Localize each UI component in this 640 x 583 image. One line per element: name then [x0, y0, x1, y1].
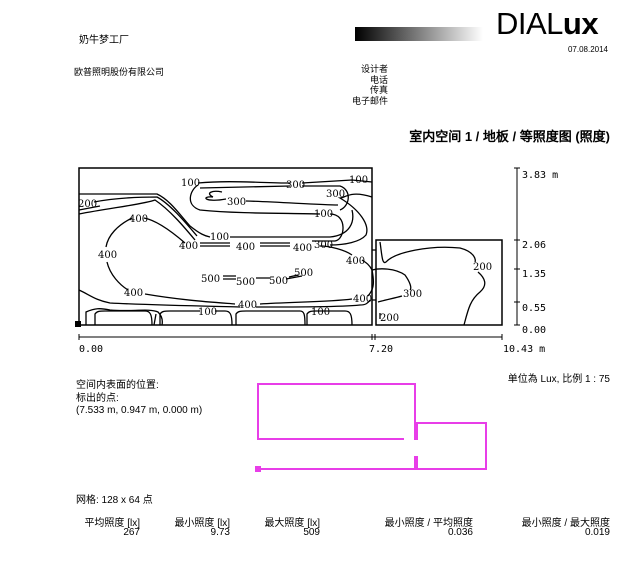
y-tick-label: 2.06 — [522, 240, 546, 251]
contour-label: 200 — [78, 199, 97, 210]
contour-label: 400 — [129, 214, 148, 225]
contour-labels: 100 300 100 300 200 300 100 400 100 400 … — [78, 175, 492, 324]
stat-value: 509 — [303, 527, 320, 538]
stat-value: 9.73 — [210, 527, 230, 538]
contour-label: 400 — [179, 241, 198, 252]
contour-label: 500 — [294, 268, 313, 279]
contour-label: 300 — [403, 289, 422, 300]
x-tick-label: 0.00 — [79, 344, 103, 355]
contour-label: 400 — [236, 242, 255, 253]
project-name: 奶牛梦工厂 — [79, 35, 129, 46]
room-outline — [78, 167, 503, 326]
stat-header: 最小照度 / 最大照度 — [521, 518, 610, 529]
contour-label: 100 — [181, 178, 200, 189]
x-scale — [78, 334, 503, 340]
company-name: 欧普照明股份有限公司 — [74, 68, 165, 78]
y-tick-label: 0.55 — [522, 303, 546, 314]
stat-header: 最小照度 / 平均照度 — [384, 518, 473, 529]
contour-label: 100 — [311, 307, 330, 318]
contour-label: 200 — [380, 313, 399, 324]
contour-label: 100 — [198, 307, 217, 318]
position-label: 空间内表面的位置: — [76, 380, 159, 391]
contour-label: 400 — [238, 300, 257, 311]
marked-point-coords: (7.533 m, 0.947 m, 0.000 m) — [76, 405, 203, 416]
contour-label: 100 — [349, 175, 368, 186]
marked-point-label: 标出的点: — [76, 392, 119, 404]
contour-label: 400 — [98, 250, 117, 261]
fax-label: 传真 — [369, 86, 388, 96]
contour-lines — [78, 179, 486, 326]
phone-label: 电话 — [369, 75, 388, 86]
y-tick-label: 1.35 — [522, 269, 546, 280]
stat-header: 平均照度 [lx] — [84, 518, 140, 529]
x-tick-label: 10.43 m — [503, 344, 545, 355]
contour-label: 400 — [353, 294, 372, 305]
stat-value: 267 — [123, 527, 140, 538]
contour-label: 500 — [236, 277, 255, 288]
contour-label: 400 — [124, 288, 143, 299]
contour-label: 500 — [269, 276, 288, 287]
contour-label: 400 — [293, 243, 312, 254]
stat-header: 最小照度 [lx] — [174, 518, 230, 529]
report-date: 07.08.2014 — [567, 45, 608, 54]
y-tick-label: 3.83 m — [522, 170, 558, 181]
marked-point — [255, 466, 261, 472]
contour-label: 100 — [210, 232, 229, 243]
stat-value: 0.036 — [447, 527, 473, 538]
designer-label: 设计者 — [360, 65, 388, 75]
position-info: 空间内表面的位置: 标出的点: (7.533 m, 0.947 m, 0.000… — [76, 380, 202, 418]
origin-marker — [75, 321, 81, 327]
dialux-logo: DIALux — [496, 6, 599, 41]
contour-label: 300 — [286, 180, 305, 191]
contour-label: 300 — [227, 197, 246, 208]
contour-label: 300 — [314, 240, 333, 251]
contour-label: 500 — [201, 274, 220, 285]
contour-label: 300 — [326, 189, 345, 200]
contour-label: 200 — [473, 262, 492, 273]
stat-header: 最大照度 [lx] — [264, 518, 320, 529]
contour-label: 100 — [314, 209, 333, 220]
contour-label: 400 — [346, 256, 365, 267]
email-label: 电子邮件 — [351, 96, 388, 107]
y-tick-label: 0.00 — [522, 325, 546, 336]
y-scale — [514, 167, 520, 326]
page-title: 室内空间 1 / 地板 / 等照度图 (照度) — [409, 129, 610, 144]
header-gradient-bar — [355, 27, 483, 41]
stat-value: 0.019 — [584, 527, 610, 538]
contact-labels: 设计者 电话 传真 电子邮件 — [330, 65, 388, 107]
room-position-outline — [257, 383, 487, 470]
x-tick-label: 7.20 — [369, 344, 393, 355]
grid-info: 网格: 128 x 64 点 — [76, 495, 153, 506]
unit-scale: 单位為 Lux, 比例 1 : 75 — [507, 374, 610, 385]
